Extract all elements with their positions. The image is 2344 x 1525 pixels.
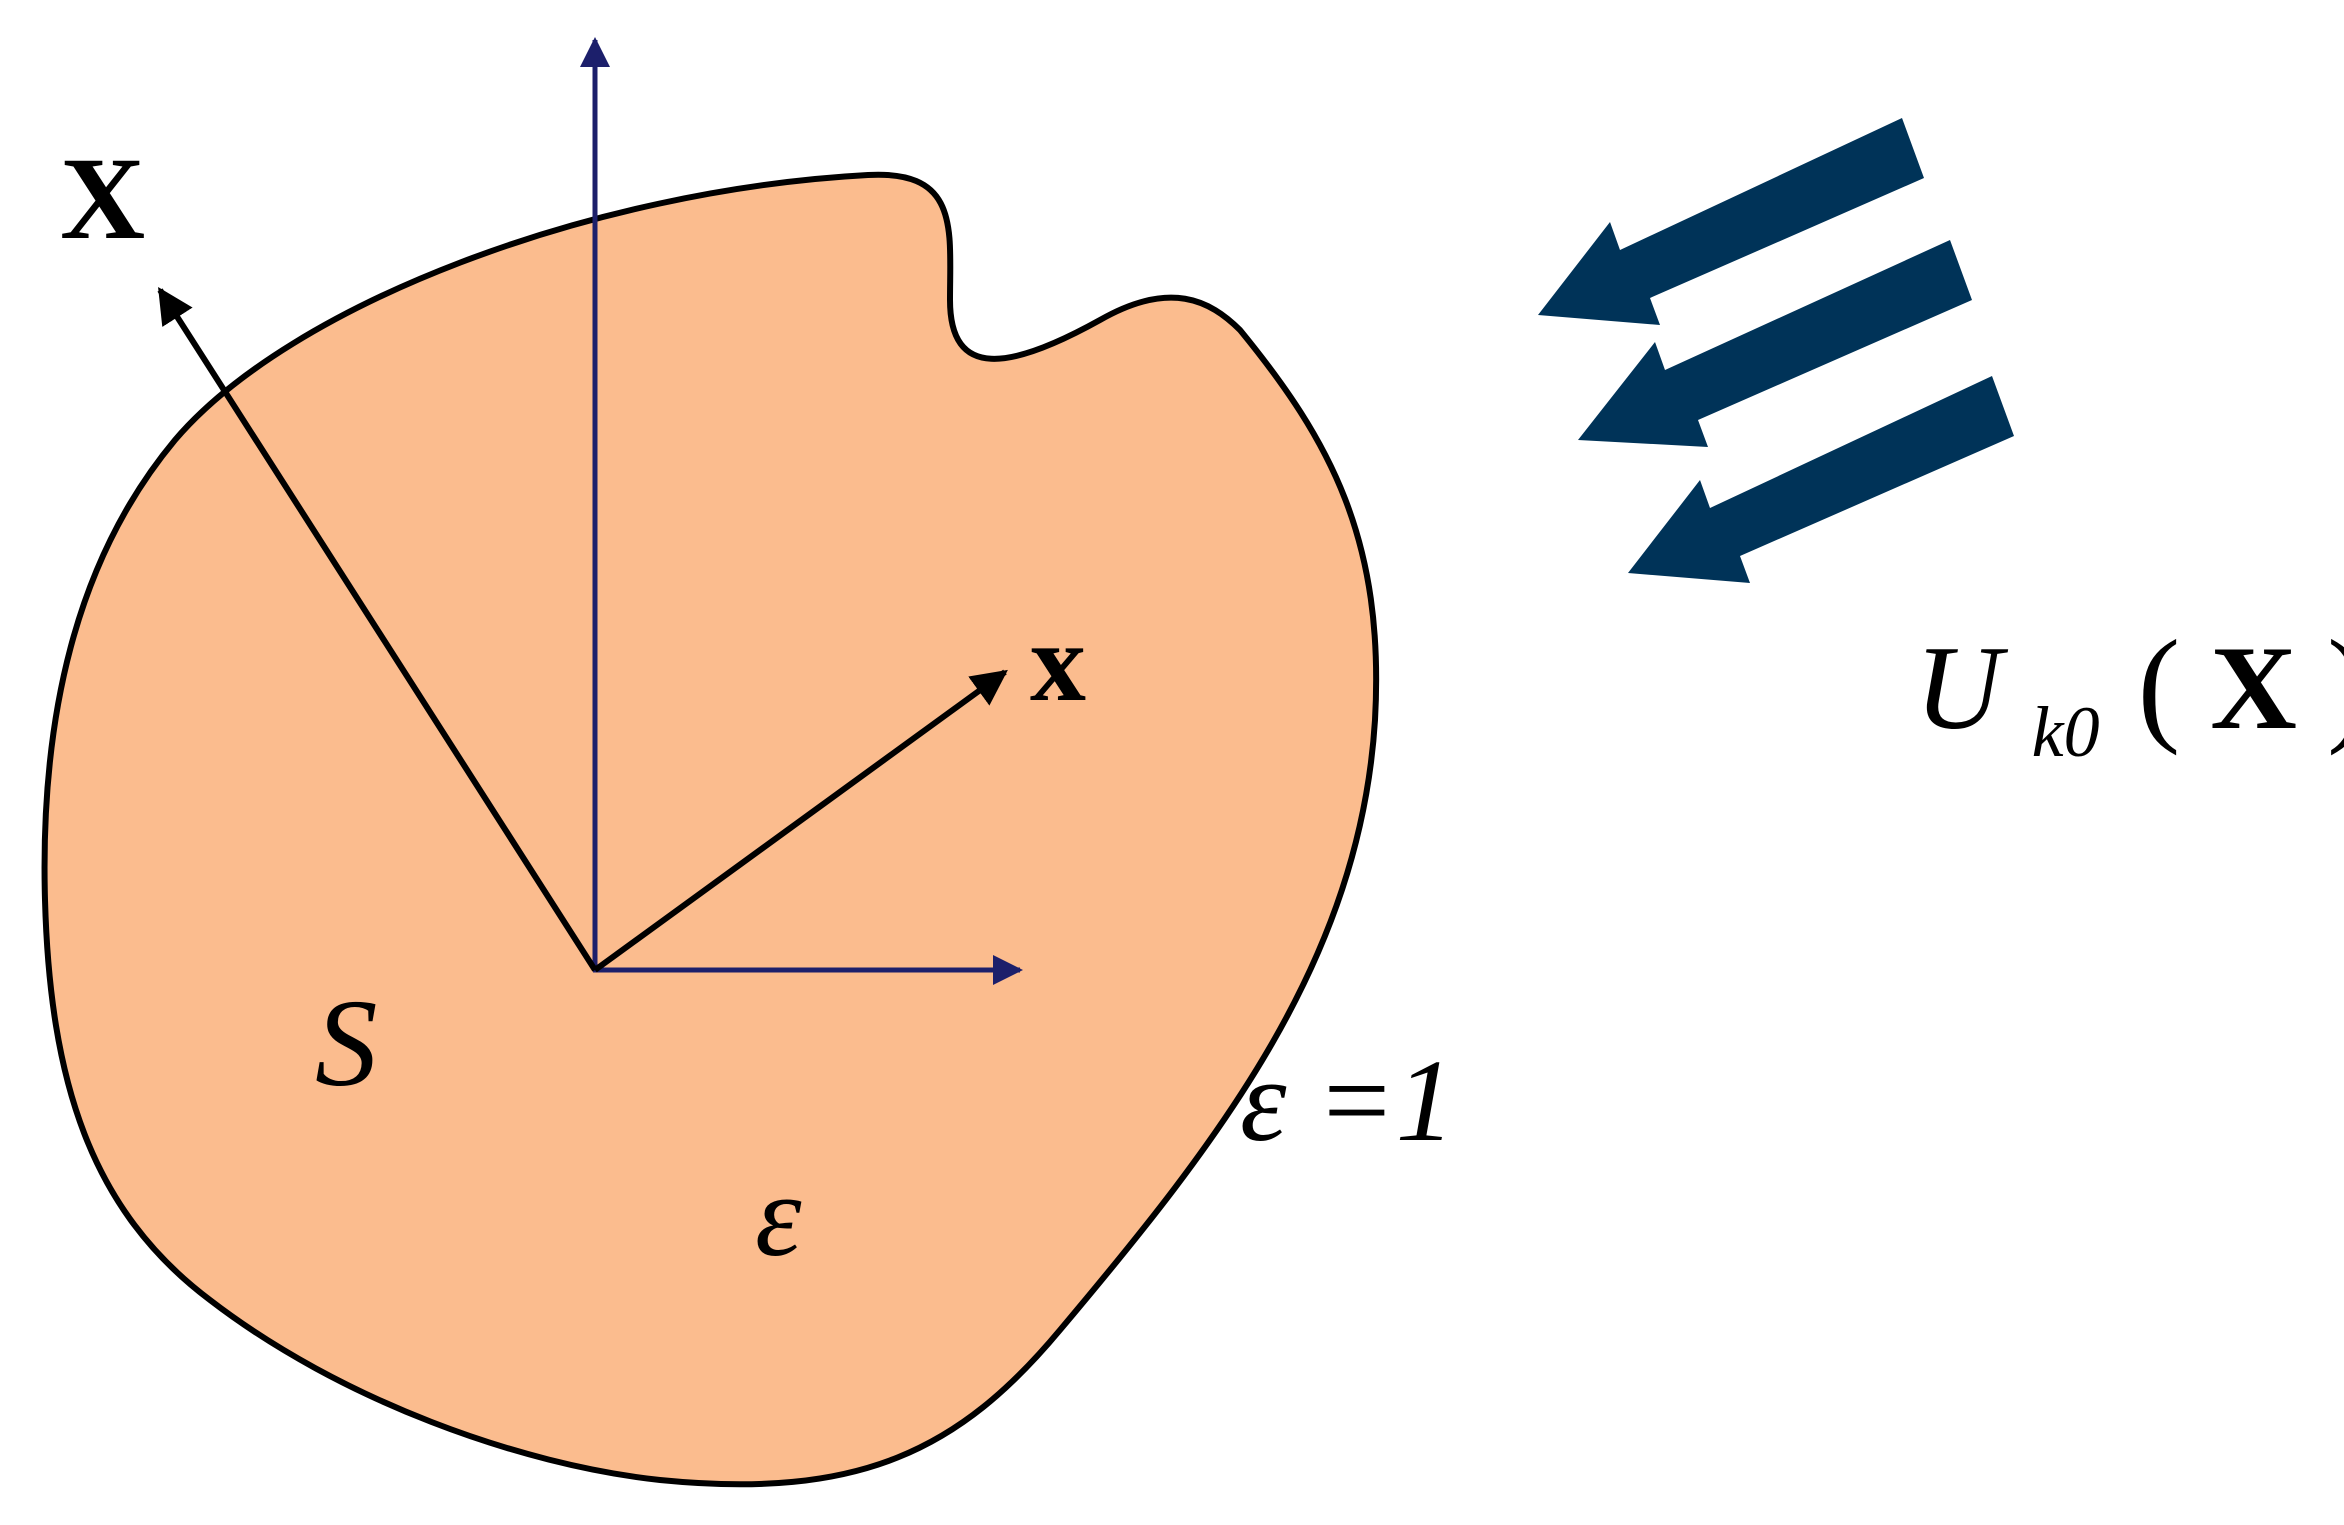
wave-arrow-icon-1 [1538,118,1924,325]
wave-symbol: U [1915,621,2009,754]
permittivity-outside-label: ε =1 [1240,1035,1455,1166]
wave-arrow-icon-3 [1628,376,2014,583]
local-position-vector-arrow [593,669,1008,973]
body-label: S [315,975,378,1113]
global-position-vector-arrow [157,286,598,972]
global-axis-label: X [60,133,145,264]
wave-arrow-icon-2 [1578,240,1972,447]
wave-open-paren: ( [2138,614,2181,756]
incident-wave-arrows [1538,118,2014,583]
permittivity-inside-label: ε [755,1150,802,1281]
wave-close-paren: ) [2327,614,2344,756]
wave-argument: X [2210,621,2297,754]
wave-subscript: k0 [2032,692,2100,772]
incident-wave-label: U k0 ( X ) [1915,614,2344,782]
scattering-body [41,171,1380,1488]
local-axis-label: x [1030,601,1086,725]
